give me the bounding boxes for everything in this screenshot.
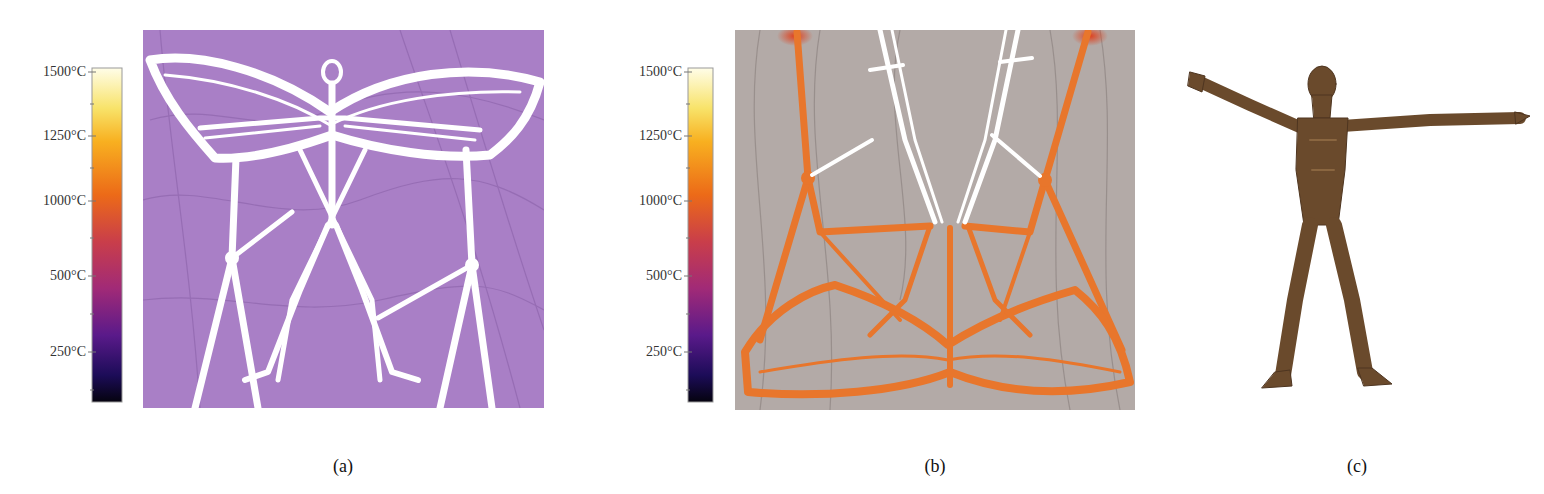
simulation-a <box>143 30 544 408</box>
scale-label: 250°C <box>600 343 682 361</box>
scale-label: 1250°C <box>4 127 86 145</box>
panel-label: (c) <box>1325 455 1389 477</box>
scale-label: 1500°C <box>4 63 86 81</box>
scale-label: 500°C <box>4 267 86 285</box>
scale-label: 1500°C <box>600 63 682 81</box>
panel-label: (b) <box>903 455 967 477</box>
color-bar <box>88 68 122 402</box>
scale-label: 1000°C <box>600 192 682 210</box>
color-bar <box>684 68 713 402</box>
scale-label: 1250°C <box>600 127 682 145</box>
scale-label: 1000°C <box>4 192 86 210</box>
scale-label: 500°C <box>600 267 682 285</box>
bronze-statue <box>1188 66 1530 388</box>
simulation-b <box>735 30 1135 410</box>
panel-label: (a) <box>311 455 375 477</box>
scale-label: 250°C <box>4 343 86 361</box>
